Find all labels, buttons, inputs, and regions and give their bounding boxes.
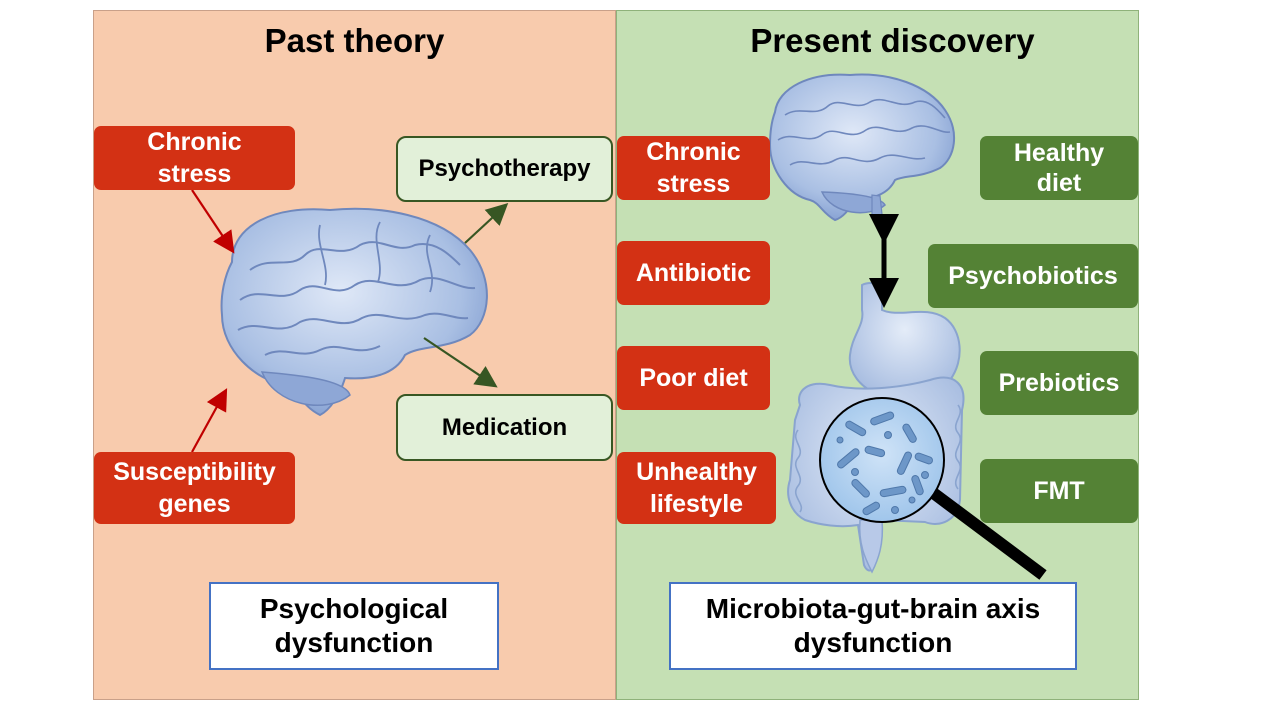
antibiotic-box: Antibiotic <box>617 241 770 305</box>
unhealthy-lifestyle-box: Unhealthy lifestyle <box>617 452 776 524</box>
psychobiotics-box: Psychobiotics <box>928 244 1138 308</box>
psychological-dysfunction-box: Psychological dysfunction <box>209 582 499 670</box>
prebiotics-box: Prebiotics <box>980 351 1138 415</box>
healthy-diet-box: Healthy diet <box>980 136 1138 200</box>
mgb-axis-dysfunction-box: Microbiota-gut-brain axis dysfunction <box>669 582 1077 670</box>
healthy-diet-label: Healthy diet <box>1013 139 1105 197</box>
susceptibility-genes-box: Susceptibility genes <box>94 452 295 524</box>
medication-box: Medication <box>396 394 613 461</box>
chronic-stress-risk-box: Chronic stress <box>617 136 770 200</box>
present-discovery-title: Present discovery <box>750 22 1035 59</box>
psychotherapy-box: Psychotherapy <box>396 136 613 202</box>
chronic-stress-box: Chronic stress <box>94 126 295 190</box>
poor-diet-box: Poor diet <box>617 346 770 410</box>
past-theory-title: Past theory <box>264 22 445 59</box>
fmt-box: FMT <box>980 459 1138 523</box>
